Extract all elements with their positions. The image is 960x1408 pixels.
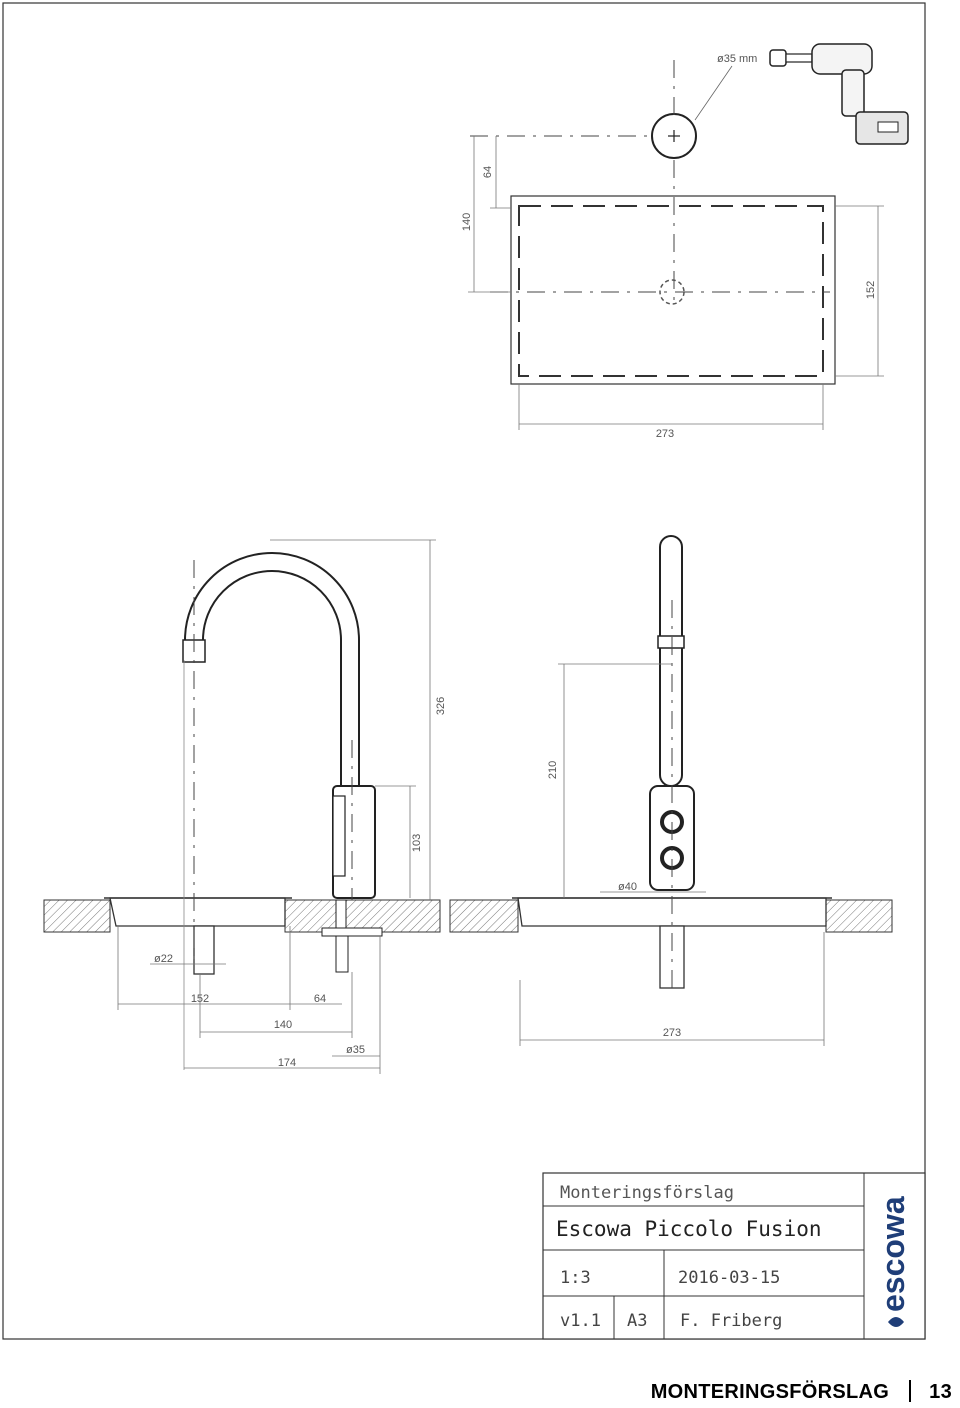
escowa-logo: escowa — [875, 1196, 911, 1327]
sink-side — [109, 897, 286, 927]
footer-separator — [909, 1380, 912, 1402]
sink-outline — [510, 195, 836, 385]
dim-64-side: 64 — [314, 993, 326, 1005]
countertop-front-right — [825, 899, 893, 933]
dim-152-top: 152 — [865, 281, 877, 299]
title-paper-size: A3 — [627, 1311, 647, 1331]
svg-text:escowa: escowa — [875, 1196, 911, 1312]
dim-103: 103 — [411, 834, 423, 852]
drill-diameter-label: ø35 mm — [717, 53, 757, 65]
dim-35: ø35 — [346, 1044, 365, 1056]
title-subtitle: Monteringsförslag — [560, 1183, 734, 1203]
title-product: Escowa Piccolo Fusion — [556, 1217, 822, 1241]
dim-273-top: 273 — [656, 428, 674, 440]
dim-40: ø40 — [618, 881, 637, 893]
dim-140-side: 140 — [274, 1019, 292, 1031]
title-block: Monteringsförslag Escowa Piccolo Fusion … — [542, 1172, 926, 1340]
footer-section-title: MONTERINGSFÖRSLAG — [650, 1381, 890, 1403]
title-date: 2016-03-15 — [678, 1268, 780, 1288]
dim-22: ø22 — [154, 953, 173, 965]
side-view: 326 103 ø22 152 64 140 ø35 174 — [43, 539, 447, 1074]
countertop-front-left — [449, 899, 519, 933]
dim-326: 326 — [435, 697, 447, 715]
top-view: ø35 mm 140 64 152 273 — [461, 43, 909, 440]
title-author: F. Friberg — [680, 1311, 782, 1331]
footer-page-number: 13 — [929, 1381, 952, 1403]
dim-64-top: 64 — [482, 166, 494, 178]
dim-273-front: 273 — [663, 1027, 681, 1039]
sink-basin — [518, 205, 824, 377]
page-footer: MONTERINGSFÖRSLAG 13 — [651, 1380, 952, 1404]
dim-174: 174 — [278, 1057, 296, 1069]
countertop-right-side — [284, 899, 441, 933]
countertop-left — [43, 899, 111, 933]
drain-pipe — [193, 925, 215, 975]
dim-140-top: 140 — [461, 213, 473, 231]
title-scale: 1:3 — [560, 1268, 591, 1288]
sheet-border — [2, 2, 926, 1340]
title-version: v1.1 — [560, 1311, 601, 1331]
dim-210: 210 — [547, 761, 559, 779]
front-view: 210 ø40 273 — [449, 535, 893, 1046]
drill-icon — [769, 43, 909, 145]
front-spout — [659, 535, 683, 787]
